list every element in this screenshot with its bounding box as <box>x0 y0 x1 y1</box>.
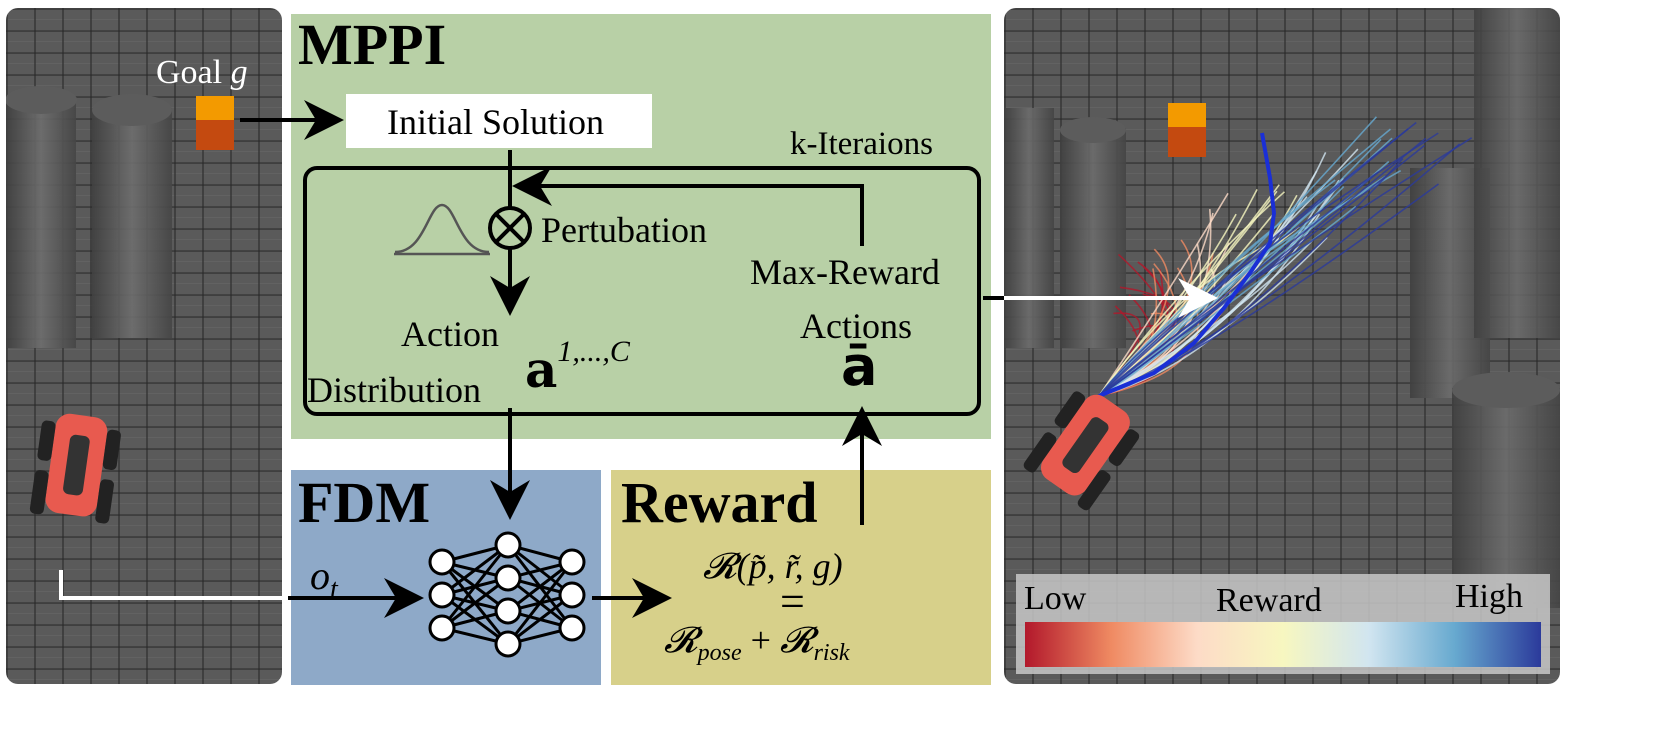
nn-node <box>558 614 586 642</box>
nn-node <box>558 548 586 576</box>
gaussian-distribution-icon <box>394 203 490 256</box>
left-scene-image <box>6 8 282 684</box>
nn-edge <box>441 543 509 597</box>
observation-line <box>59 570 288 600</box>
goal-marker-right <box>1168 103 1206 157</box>
initial-solution-label: Initial Solution <box>387 102 605 142</box>
initial-solution-box <box>346 94 652 148</box>
colorbar-high-label: High <box>1455 578 1523 615</box>
perturbation-operator-icon <box>488 206 532 250</box>
fdm-title: FDM <box>298 470 431 535</box>
sampled-trajectory <box>1098 121 1417 397</box>
left-scene-pillars <box>6 86 172 348</box>
feedback-loop-arrow <box>512 166 864 246</box>
perturbation-label: Pertubation <box>541 210 707 250</box>
goal-label: Goal g <box>156 54 248 91</box>
sampled-trajectory <box>1098 137 1427 397</box>
nn-edge <box>441 576 509 630</box>
sampled-trajectory <box>1098 128 1409 397</box>
nn-node <box>428 548 456 576</box>
sampled-trajectory <box>1098 171 1380 397</box>
nn-node <box>494 597 522 625</box>
trajectory-plot <box>1004 8 1560 608</box>
action-distribution-label-2: Distribution <box>307 370 482 410</box>
nn-edge <box>440 544 510 629</box>
mppi-title: MPPI <box>298 12 447 77</box>
sampled-trajectory <box>1098 239 1313 397</box>
colorbar-reward-label: Reward <box>1216 582 1322 619</box>
reward-formula-top: 𝓡(p̃, r̃, g) <box>703 546 843 586</box>
nn-edge <box>506 561 574 645</box>
observation-symbol: ot <box>310 553 338 605</box>
best-action-symbol: ā <box>841 335 878 398</box>
max-reward-label-1: Max-Reward <box>750 252 940 292</box>
colorbar-low-label: Low <box>1024 580 1087 617</box>
nn-node <box>494 531 522 559</box>
right-scene-image <box>1004 8 1560 684</box>
nn-node <box>494 630 522 658</box>
sampled-trajectory <box>1098 192 1229 397</box>
reward-formula-equals: = <box>780 577 805 626</box>
colorbar-gradient <box>1025 622 1541 667</box>
max-reward-label-2: Actions <box>800 306 912 346</box>
nn-node <box>558 581 586 609</box>
k-iterations-label: k-Iteraions <box>790 126 933 162</box>
neural-network-icon <box>428 531 586 658</box>
nn-node <box>494 564 522 592</box>
reward-title: Reward <box>621 470 818 535</box>
action-distribution-label-1: Action <box>401 314 499 354</box>
sampled-trajectory <box>1098 132 1439 397</box>
reward-formula-bottom: 𝓡pose + 𝓡risk <box>664 620 850 667</box>
robot-left <box>29 413 121 524</box>
goal-marker-left <box>196 96 234 150</box>
robot-right <box>1023 391 1140 511</box>
action-samples-symbol: a1,...,C <box>525 335 630 399</box>
sampled-trajectory <box>1098 245 1266 397</box>
mppi-panel <box>291 14 991 439</box>
reward-panel <box>611 470 991 685</box>
nn-node <box>428 581 456 609</box>
nn-node <box>428 614 456 642</box>
sampled-trajectory <box>1098 128 1391 397</box>
iteration-loop-box <box>303 166 981 416</box>
best-trajectory <box>1098 132 1277 398</box>
